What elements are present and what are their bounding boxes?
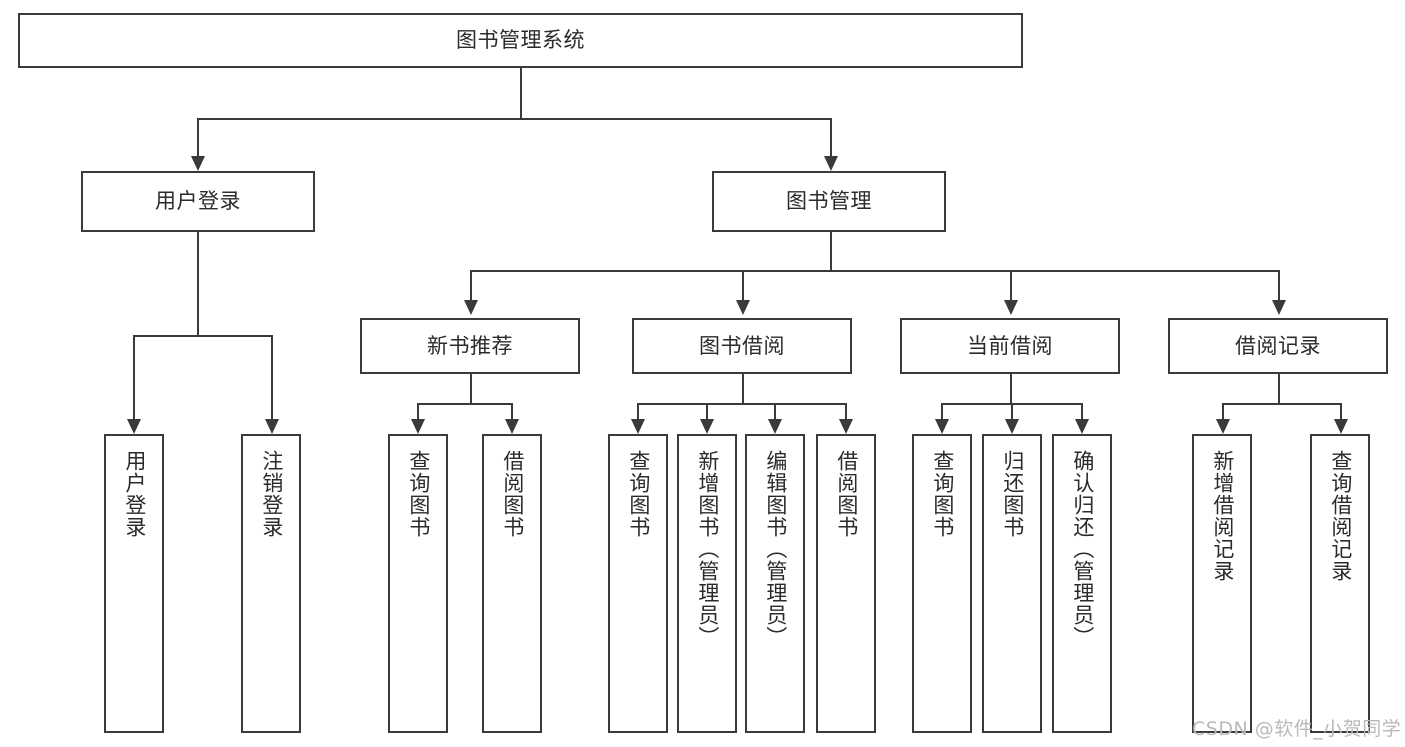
leaf-borrow-record-add[interactable]: 新增借阅记录	[1192, 434, 1252, 733]
leaf-current-borrow-confirm[interactable]: 确认归还（管理员）	[1052, 434, 1112, 733]
leaf-current-borrow-return-label: 归还图书	[1000, 450, 1025, 538]
arrow-current-borrow-leaf3	[1075, 419, 1089, 434]
connector-current-borrow-stem	[1010, 374, 1012, 403]
connector-book-borrow-leaf2	[706, 403, 708, 419]
connector-to-borrow-record	[1278, 270, 1280, 300]
arrow-book-borrow-leaf1	[631, 419, 645, 434]
node-book-management-label: 图书管理	[786, 189, 872, 214]
node-root-system[interactable]: 图书管理系统	[18, 13, 1023, 68]
leaf-current-borrow-confirm-label: 确认归还（管理员）	[1070, 450, 1095, 648]
connector-user-login-leaf1	[133, 335, 135, 419]
leaf-borrow-record-query-label: 查询借阅记录	[1328, 450, 1353, 582]
csdn-watermark: CSDN @软件_小贺同学	[1192, 718, 1402, 740]
connector-new-book-leaf2	[511, 403, 513, 419]
arrow-borrow-record-leaf1	[1216, 419, 1230, 434]
connector-user-login-leaf2	[271, 335, 273, 419]
node-root-system-label: 图书管理系统	[456, 28, 585, 53]
connector-level2-bus	[197, 118, 832, 120]
leaf-new-book-borrow[interactable]: 借阅图书	[482, 434, 542, 733]
leaf-book-borrow-edit-label: 编辑图书（管理员）	[763, 450, 788, 648]
arrow-to-user-login	[191, 156, 205, 171]
leaf-book-borrow-add-label: 新增图书（管理员）	[695, 450, 720, 648]
connector-current-borrow-leaf2	[1011, 403, 1013, 419]
arrow-book-borrow-leaf3	[768, 419, 782, 434]
leaf-book-borrow-edit[interactable]: 编辑图书（管理员）	[745, 434, 805, 733]
leaf-book-borrow-query[interactable]: 查询图书	[608, 434, 668, 733]
node-borrow-record-label: 借阅记录	[1235, 333, 1321, 358]
connector-borrow-record-stem	[1278, 374, 1280, 403]
connector-root-stem	[520, 68, 522, 118]
connector-current-borrow-leaf3	[1081, 403, 1083, 419]
connector-level3-bus	[470, 270, 1278, 272]
node-user-login-label: 用户登录	[155, 189, 241, 214]
leaf-book-borrow-borrow[interactable]: 借阅图书	[816, 434, 876, 733]
arrow-borrow-record-leaf2	[1334, 419, 1348, 434]
node-user-login[interactable]: 用户登录	[81, 171, 315, 232]
arrow-book-borrow-leaf2	[700, 419, 714, 434]
arrow-user-login-leaf1	[127, 419, 141, 434]
node-book-borrow-label: 图书借阅	[699, 333, 785, 358]
arrow-new-book-leaf2	[505, 419, 519, 434]
connector-new-book-stem	[470, 374, 472, 403]
leaf-new-book-query-label: 查询图书	[406, 450, 431, 538]
connector-book-borrow-leaf3	[774, 403, 776, 419]
leaf-book-borrow-borrow-label: 借阅图书	[834, 450, 859, 538]
leaf-new-book-borrow-label: 借阅图书	[500, 450, 525, 538]
node-new-book-recommend[interactable]: 新书推荐	[360, 318, 580, 374]
leaf-user-login-login-label: 用户登录	[122, 450, 147, 538]
leaf-user-login-logout-label: 注销登录	[259, 450, 284, 538]
arrow-to-current-borrow	[1004, 300, 1018, 315]
node-book-borrow[interactable]: 图书借阅	[632, 318, 852, 374]
leaf-new-book-query[interactable]: 查询图书	[388, 434, 448, 733]
node-book-management[interactable]: 图书管理	[712, 171, 946, 232]
connector-borrow-record-leaf2	[1340, 403, 1342, 419]
connector-to-book-management	[830, 118, 832, 156]
connector-new-book-leaf1	[417, 403, 419, 419]
connector-to-current-borrow	[1010, 270, 1012, 300]
arrow-to-book-borrow	[736, 300, 750, 315]
connector-borrow-record-leaf1	[1222, 403, 1224, 419]
connector-book-borrow-bus	[637, 403, 845, 405]
arrow-current-borrow-leaf1	[935, 419, 949, 434]
connector-to-user-login	[197, 118, 199, 156]
leaf-book-borrow-add[interactable]: 新增图书（管理员）	[677, 434, 737, 733]
leaf-borrow-record-query[interactable]: 查询借阅记录	[1310, 434, 1370, 733]
arrow-book-borrow-leaf4	[839, 419, 853, 434]
node-current-borrow-label: 当前借阅	[967, 333, 1053, 358]
arrow-to-book-management	[824, 156, 838, 171]
node-borrow-record[interactable]: 借阅记录	[1168, 318, 1388, 374]
node-current-borrow[interactable]: 当前借阅	[900, 318, 1120, 374]
connector-book-borrow-leaf1	[637, 403, 639, 419]
arrow-to-new-book	[464, 300, 478, 315]
leaf-book-borrow-query-label: 查询图书	[626, 450, 651, 538]
connector-new-book-bus	[417, 403, 511, 405]
leaf-borrow-record-add-label: 新增借阅记录	[1210, 450, 1235, 582]
connector-user-login-stem	[197, 232, 199, 335]
arrow-current-borrow-leaf2	[1005, 419, 1019, 434]
connector-book-borrow-leaf4	[845, 403, 847, 419]
connector-current-borrow-leaf1	[941, 403, 943, 419]
connector-book-borrow-stem	[742, 374, 744, 403]
node-new-book-recommend-label: 新书推荐	[427, 333, 513, 358]
connector-borrow-record-bus	[1222, 403, 1340, 405]
leaf-current-borrow-query[interactable]: 查询图书	[912, 434, 972, 733]
leaf-user-login-logout[interactable]: 注销登录	[241, 434, 301, 733]
connector-user-login-bus	[133, 335, 271, 337]
leaf-current-borrow-return[interactable]: 归还图书	[982, 434, 1042, 733]
connector-book-management-stem	[830, 232, 832, 270]
arrow-user-login-leaf2	[265, 419, 279, 434]
arrow-new-book-leaf1	[411, 419, 425, 434]
connector-to-new-book	[470, 270, 472, 300]
arrow-to-borrow-record	[1272, 300, 1286, 315]
connector-to-book-borrow	[742, 270, 744, 300]
leaf-current-borrow-query-label: 查询图书	[930, 450, 955, 538]
leaf-user-login-login[interactable]: 用户登录	[104, 434, 164, 733]
